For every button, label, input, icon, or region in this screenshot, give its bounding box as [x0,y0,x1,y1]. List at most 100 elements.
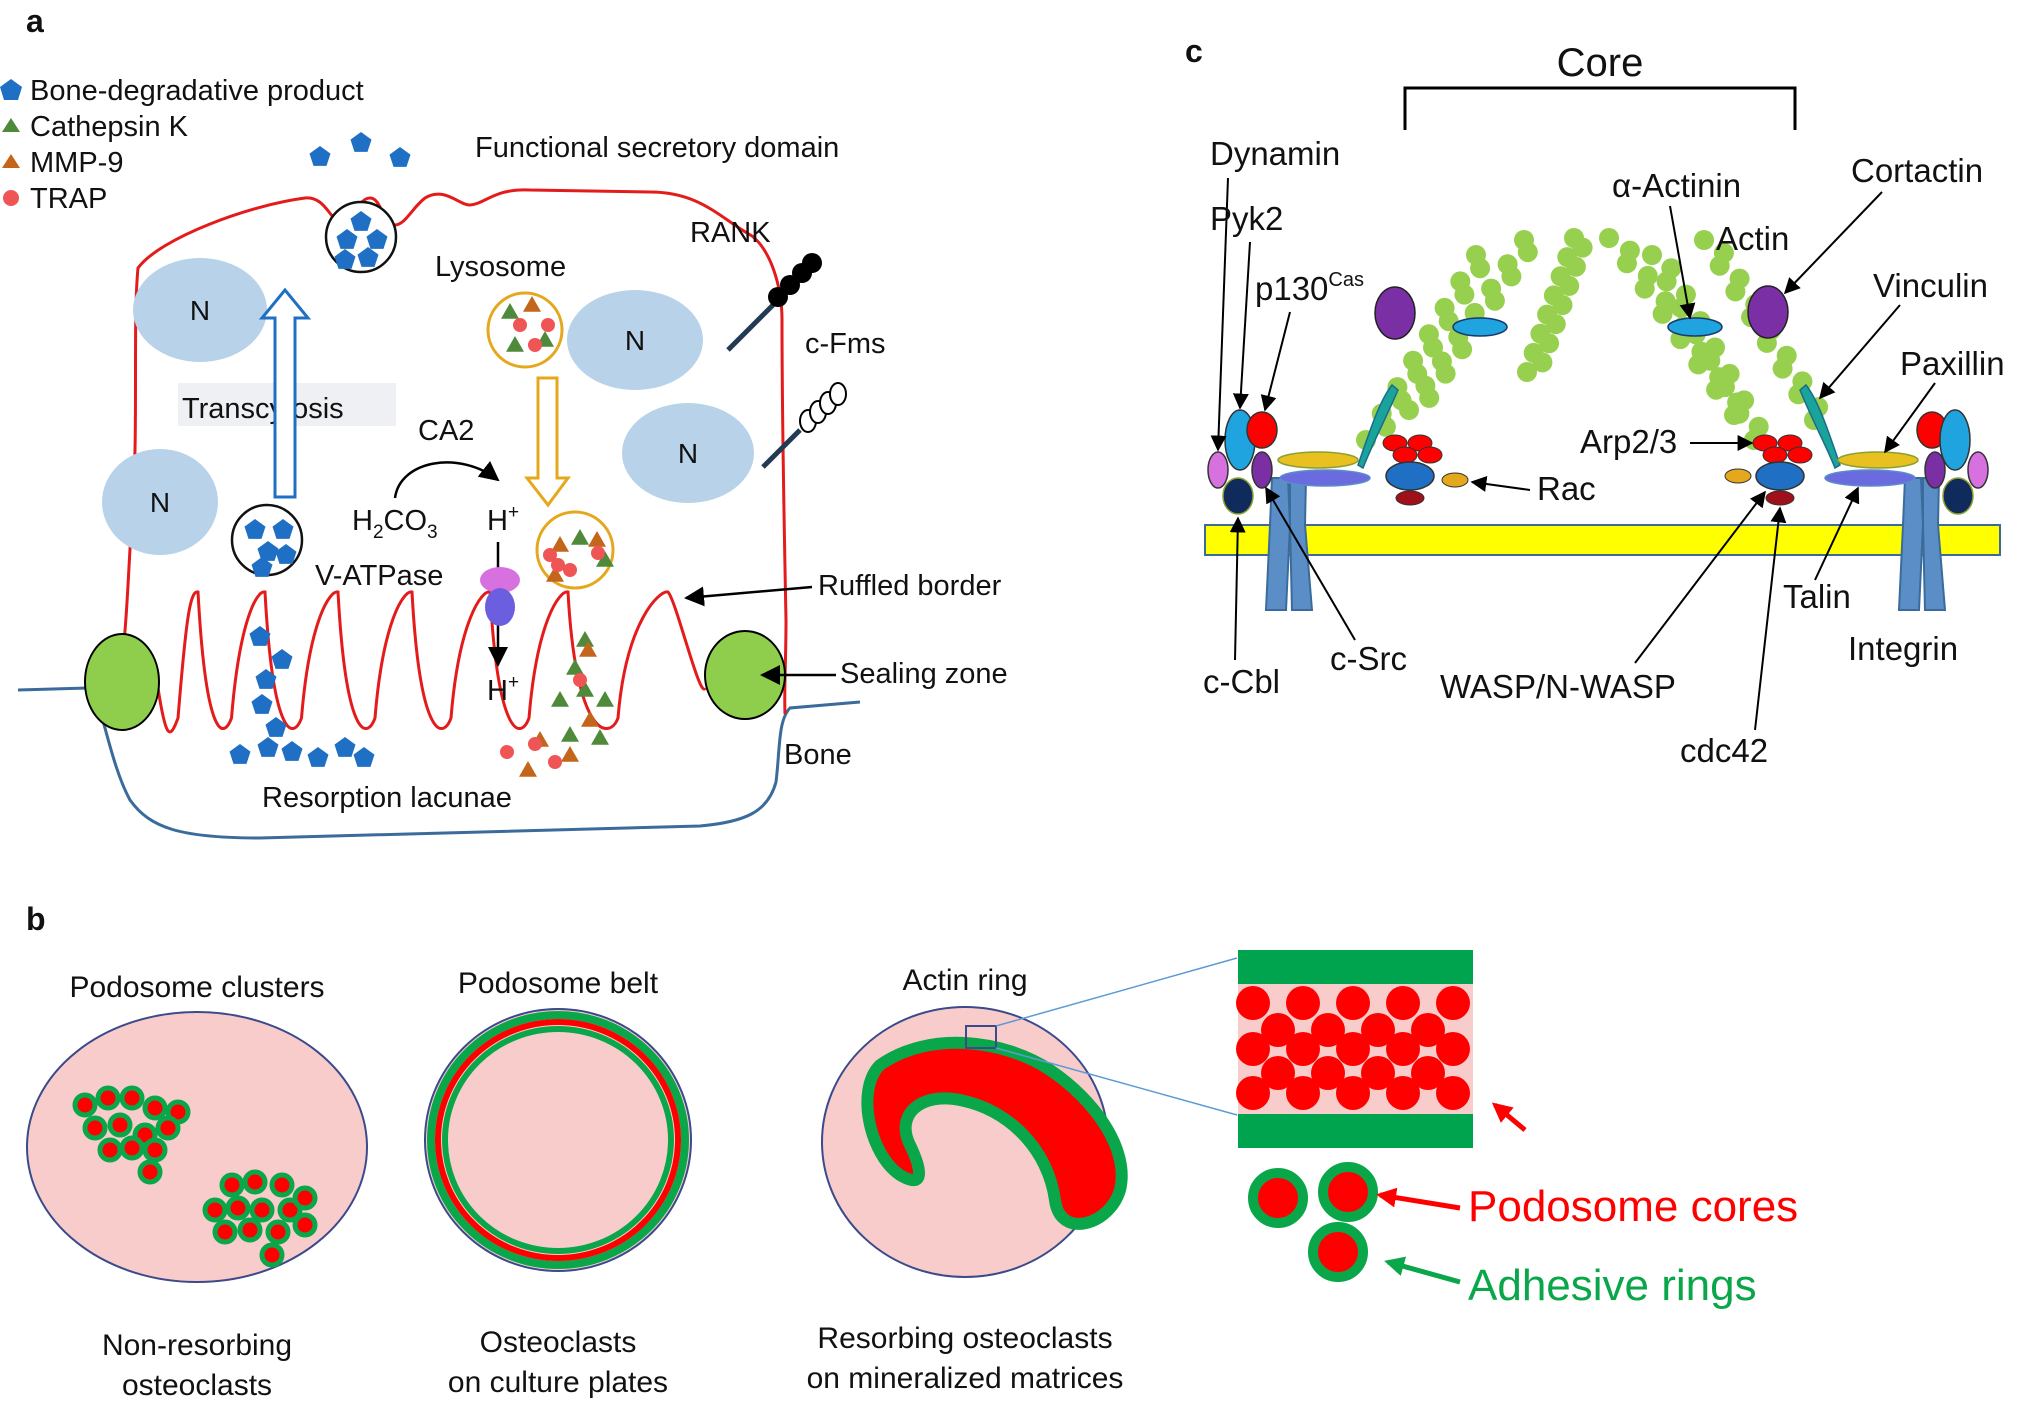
actin-ring-caption-line2: on mineralized matrices [807,1362,1124,1395]
cathepsin-k-11 [596,691,614,707]
bone-product-3 [336,229,358,249]
clusters-caption-line1: Non-resorbing [102,1329,292,1362]
actin-bead-10 [1434,297,1455,318]
osteoclast-membrane [118,188,788,715]
inset-core-12 [1386,1032,1420,1066]
trap-7 [528,737,542,751]
bone-product-7 [334,249,356,269]
belt-ring-core [435,1019,681,1261]
legend-label-mmp9: MMP-9 [30,147,123,179]
bone-product-19 [229,744,251,764]
p130cas-left [1246,411,1278,449]
cathepsin-k-2 [506,336,524,352]
actin-bead-19 [1431,351,1452,372]
talin-label: Talin [1783,578,1851,615]
left-adaptor-complex [1207,409,1278,515]
nucleus-3-label: N [150,487,170,518]
cathepsin-k-0 [501,303,519,319]
talin-right [1824,469,1916,487]
actin-bead-61 [1748,416,1769,437]
legend-label-cathepsin-k: Cathepsin K [30,111,189,143]
bone-product-8 [244,519,266,539]
h2co3-label: H2CO3 [352,505,438,543]
legend-circle-red-icon [3,190,19,206]
mmp9-7 [561,746,579,762]
bone-outline [17,686,861,840]
mmp9-1 [546,566,564,582]
podosome-22 [237,1217,263,1243]
cathepsin-k-8 [591,729,609,745]
bone-product-12 [275,544,297,564]
belt-ring-outer [427,1011,689,1269]
nuclei: N N N N [102,258,754,555]
podosome-11 [142,1137,168,1163]
podosome-21 [212,1219,238,1245]
mmp9-6 [519,761,537,777]
nucleus-1 [133,258,267,362]
bone-product-14 [255,669,277,689]
integrin-right-icon [1897,477,1947,611]
podosome-1 [95,1085,121,1111]
wasp-pointer [1634,490,1766,664]
zoom-box [965,1025,997,1049]
inset-core-10 [1286,1032,1320,1066]
actin-bead-73 [1661,258,1682,279]
transcytosis-label: Transcytosis [182,393,344,425]
cortactin-pointer [1783,191,1883,295]
alpha-actinin-label: α-Actinin [1612,167,1741,204]
actin-bead-74 [1642,245,1662,265]
bone-product-6 [357,247,379,267]
trap-9 [548,755,562,769]
actin-bead-25 [1481,278,1502,299]
alpha-actinin-pointer [1669,205,1696,320]
mmp9-0 [523,296,541,312]
podosome-2 [119,1085,145,1111]
rac-pointer [1470,476,1531,492]
h-plus-bottom-label: H+ [487,672,519,707]
actin-bead-67 [1705,337,1725,358]
inset-core-dots [1236,986,1470,1110]
panel-c-letter: c [1185,33,1203,69]
substrate-bar [1204,524,2001,556]
secretory-domain-label: Functional secretory domain [475,132,839,164]
podosome-13 [219,1172,245,1198]
bone-product-15 [271,649,293,669]
ruffled-border [156,590,707,734]
actin-bead-12 [1450,271,1471,292]
paxillin-right [1837,451,1919,469]
trap-1 [541,318,555,332]
trap-8 [500,745,514,759]
legend-triangle-orange-icon [2,154,20,168]
c-src-left [1251,451,1273,489]
inset-core-11 [1336,1032,1370,1066]
arp23-label: Arp2/3 [1580,423,1677,460]
inset-core-7 [1361,1013,1395,1047]
rac-label: Rac [1537,470,1596,507]
zoom-line-top [995,957,1238,1027]
resorption-lacunae-label: Resorption lacunae [262,782,512,814]
inset-core-8 [1411,1013,1445,1047]
rank-label: RANK [690,217,771,249]
pyk2-pointer [1232,241,1251,410]
ca2-curved-arrow [393,461,500,499]
podosome-20 [292,1185,318,1211]
actin-bead-44 [1564,228,1584,248]
belt-caption-line2: on culture plates [448,1366,668,1399]
actin-bead-88 [1713,242,1734,263]
cell-clusters [26,1011,368,1283]
trap-0 [513,318,527,332]
c-src-pointer [1265,486,1356,641]
actin-bead-89 [1694,230,1714,250]
adhesive-rings-label: Adhesive rings [1468,1261,1757,1310]
podosome-3 [142,1095,168,1121]
pyk2-label: Pyk2 [1210,200,1283,237]
nucleus-3 [102,449,218,555]
lysosome-arrow-icon [523,376,571,508]
actin-bead-14 [1466,245,1486,265]
panel-b-letter: b [26,901,46,937]
actin-bead-65 [1719,363,1740,384]
panel-c: c Core [1185,33,2005,769]
inset-core-20 [1336,1076,1370,1110]
right-adaptor-complex [1916,409,1989,515]
bone-product-11 [251,557,273,577]
